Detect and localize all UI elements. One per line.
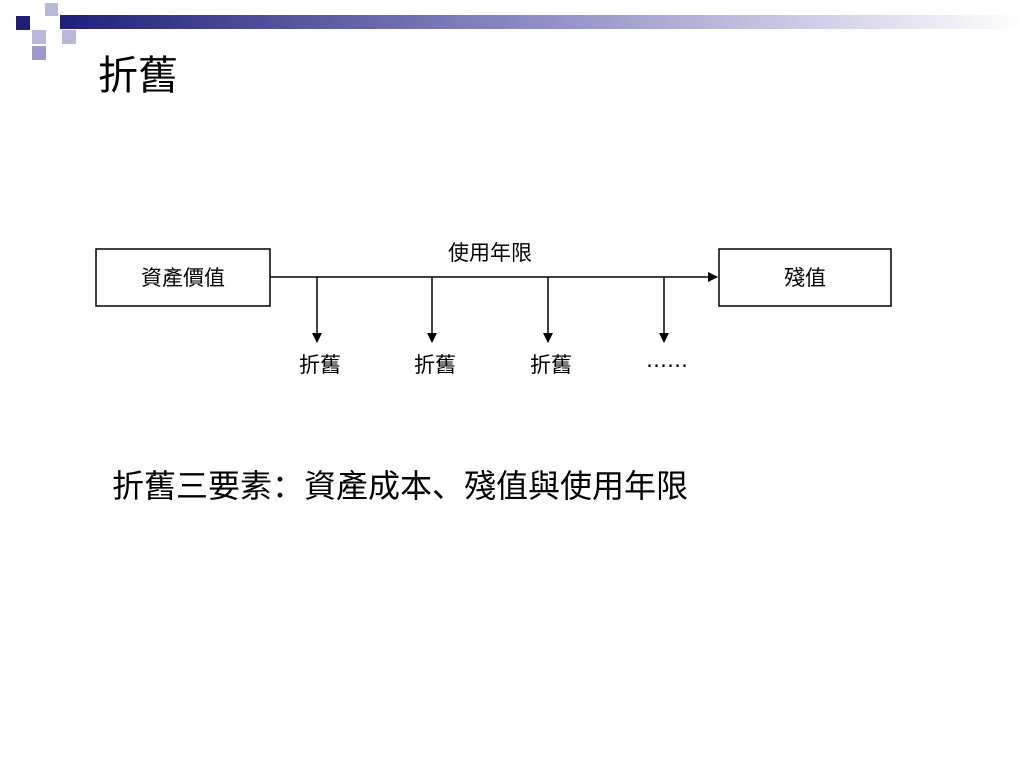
residual-value-label: 殘值	[784, 266, 826, 290]
depreciation-summary: 折舊三要素：資產成本、殘值與使用年限	[112, 467, 689, 505]
depreciation-ellipsis: ……	[646, 348, 688, 372]
header-square-light	[62, 30, 76, 44]
header-square-light	[45, 3, 58, 16]
header-square-light	[32, 30, 46, 44]
header-square-navy	[16, 16, 30, 30]
slide-title: 折舊	[98, 53, 178, 99]
useful-life-label: 使用年限	[448, 241, 532, 265]
depreciation-label: 折舊	[414, 353, 456, 377]
asset-value-label: 資產價值	[141, 266, 225, 290]
depreciation-label: 折舊	[299, 353, 341, 377]
header-gradient-bar	[60, 15, 1024, 29]
depreciation-label: 折舊	[530, 353, 572, 377]
header-decoration	[16, 3, 1024, 60]
header-square-mid	[32, 46, 46, 60]
depreciation-diagram: 資產價值 殘值 使用年限 折舊 折舊 折舊 ……	[95, 241, 892, 377]
residual-value-box	[718, 248, 892, 307]
